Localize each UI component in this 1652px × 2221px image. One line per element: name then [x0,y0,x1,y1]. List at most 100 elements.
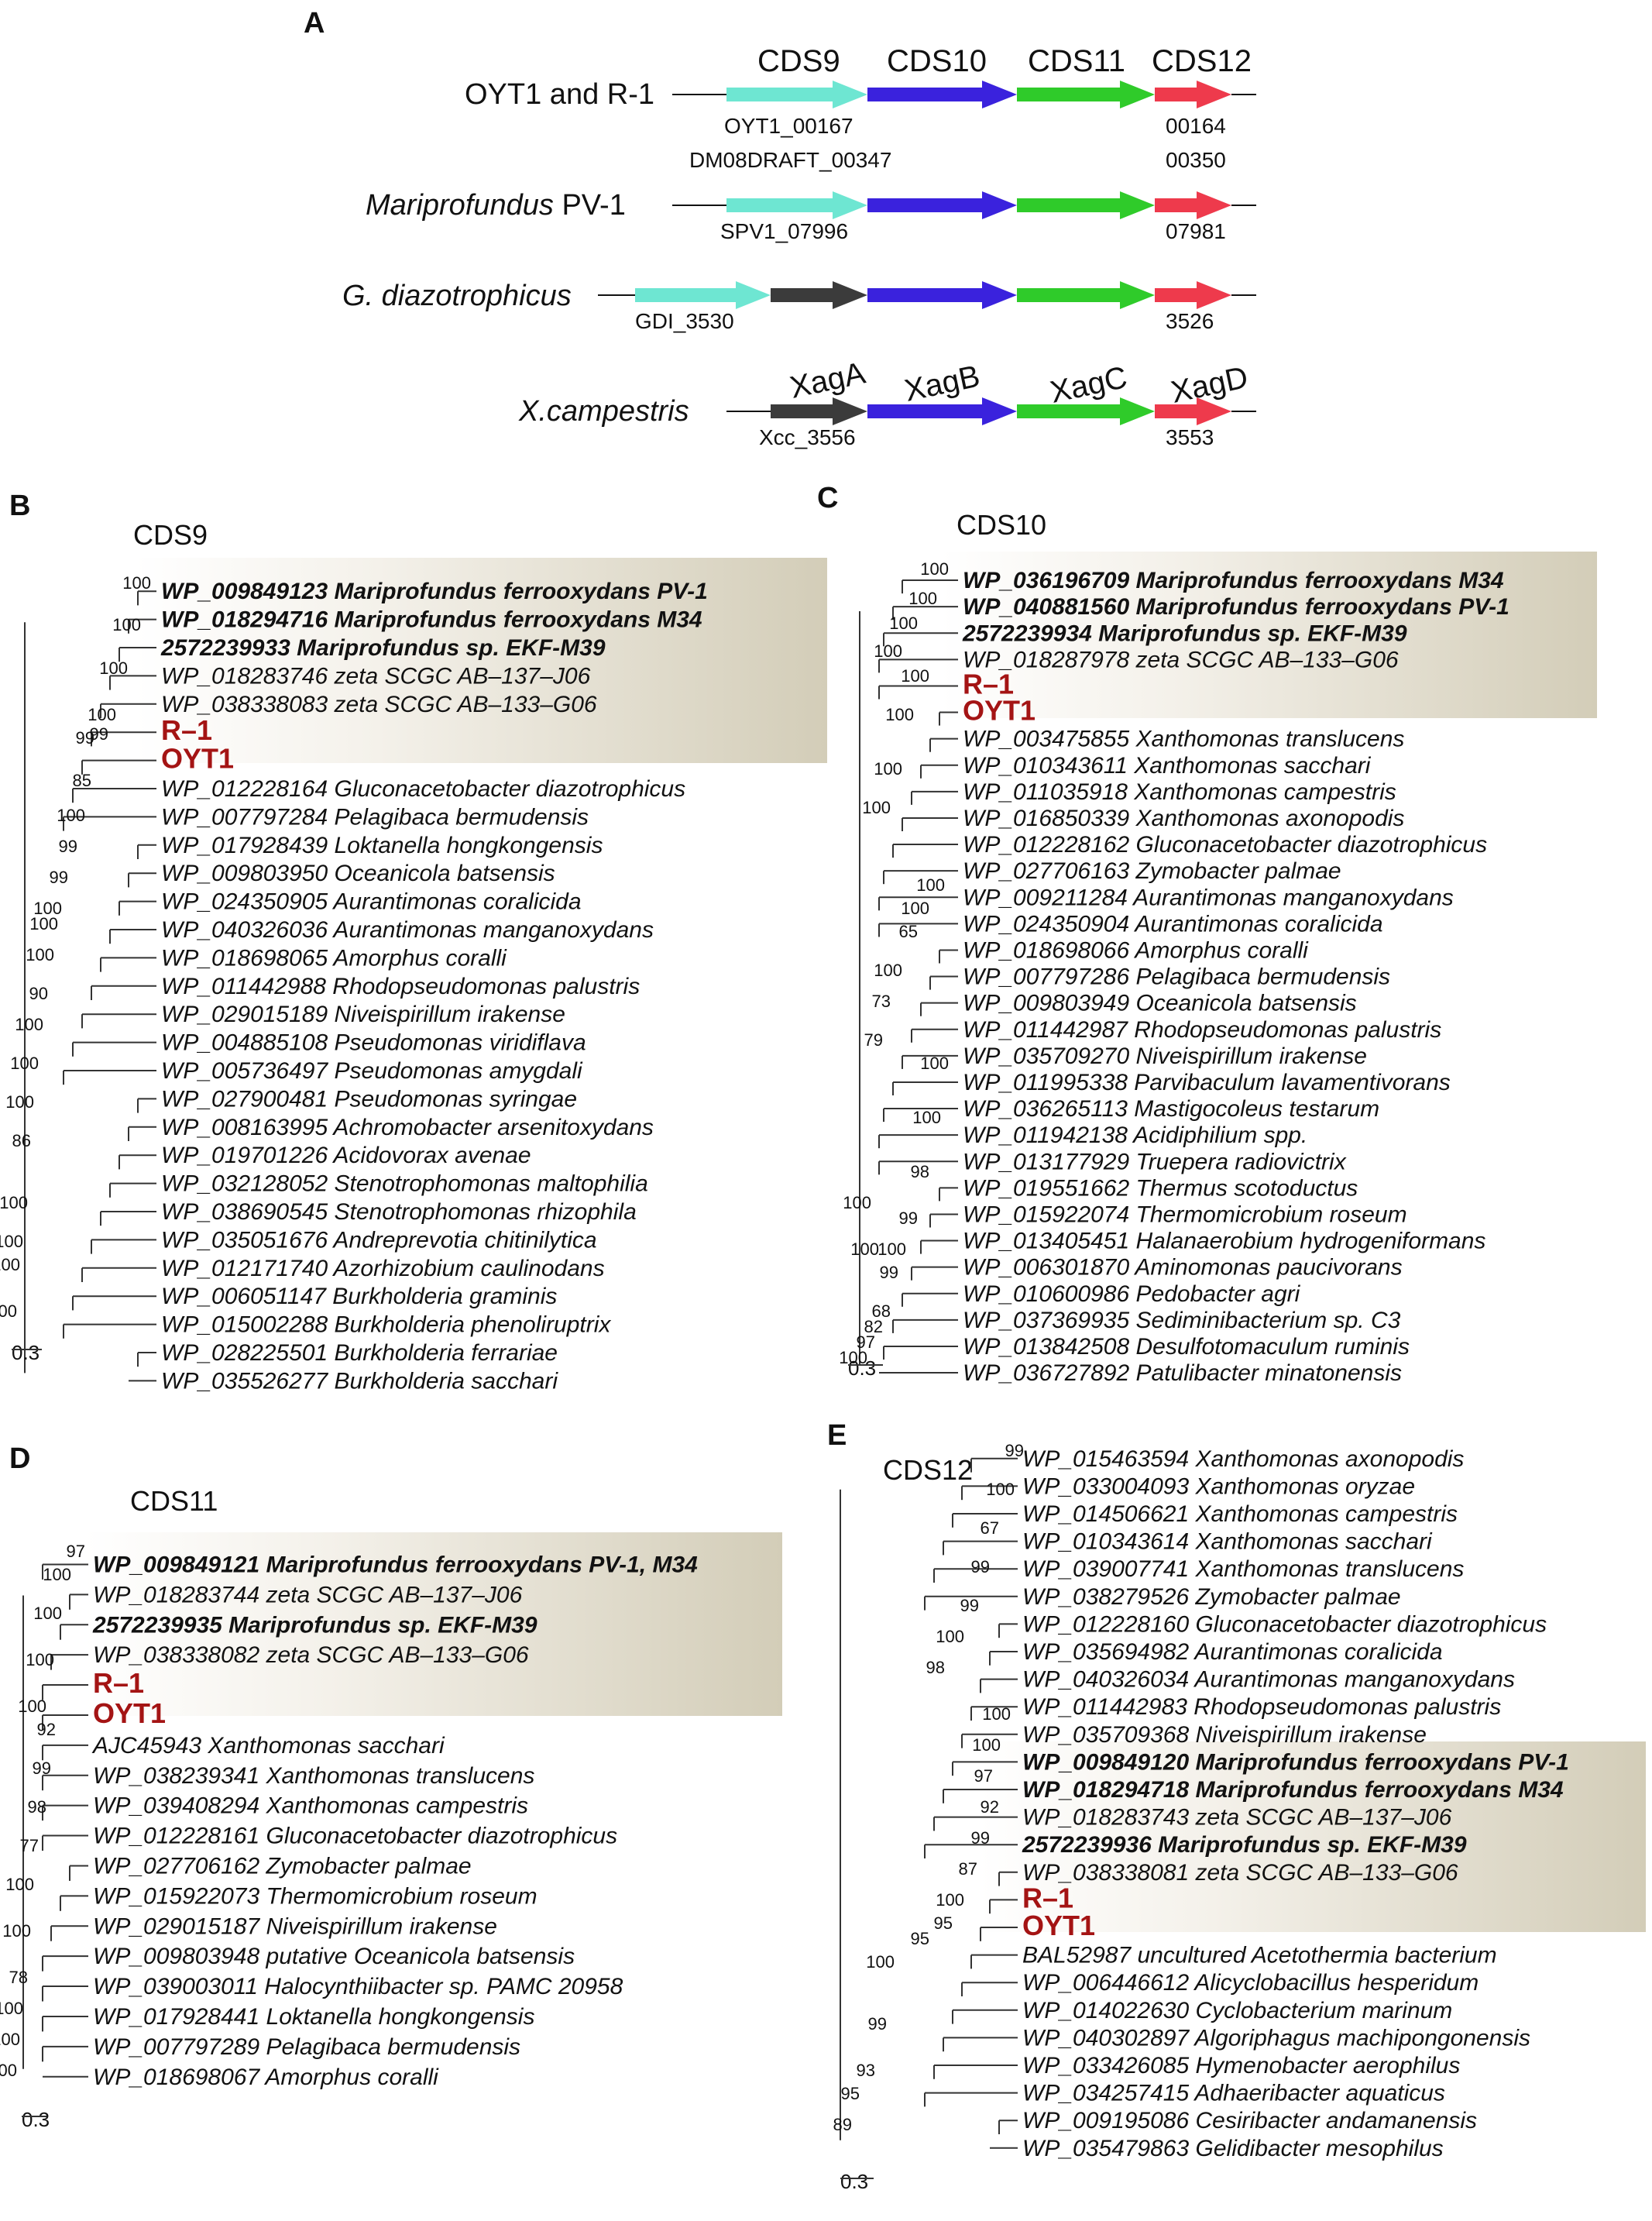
bootstrap-value: 82 [864,1317,883,1336]
leaf-label: WP_005736497 Pseudomonas amygdali [161,1058,583,1084]
leaf-label: WP_009849123 Mariprofundus ferrooxydans … [161,579,708,604]
bootstrap-value: 100 [112,615,141,634]
leaf-label: WP_011942138 Acidiphilium spp. [963,1123,1307,1148]
leaf-label: WP_012171740 Azorhizobium caulinodans [161,1256,605,1281]
bootstrap-value: 100 [972,1735,1001,1755]
bootstrap-value: 99 [960,1596,979,1615]
leaf-label: WP_018698065 Amorphus coralli [161,945,507,971]
bootstrap-value: 100 [33,1604,62,1623]
gene-name-xagd: XagD [1168,360,1251,410]
bootstrap-value: 98 [911,1162,929,1181]
header-cds9: CDS9 [757,44,840,78]
bootstrap-value: 100 [0,1193,28,1212]
bootstrap-value: 100 [43,1565,71,1584]
bootstrap-value: 100 [0,1301,17,1321]
bootstrap-value: 99 [971,1557,990,1576]
gene-row-pv1 [726,191,1231,219]
leaf-label: WP_029015189 Niveispirillum irakense [161,1002,565,1027]
leaf-label: WP_038239341 Xanthomonas translucens [93,1763,534,1789]
bootstrap-value: 86 [12,1131,31,1150]
leaf-label: OYT1 [963,695,1036,727]
leaf-label: WP_036196709 Mariprofundus ferrooxydans … [963,568,1504,593]
bootstrap-value: 92 [981,1797,999,1817]
bootstrap-value: 99 [59,837,77,856]
gene-arrow-cds10 [867,191,1017,219]
leaf-label: WP_037369935 Sediminibacterium sp. C3 [963,1308,1401,1333]
gene-arrow-cds12 [1155,281,1231,309]
bootstrap-value: 93 [857,2061,875,2080]
bootstrap-value: 77 [20,1836,39,1855]
bootstrap-value: 100 [99,658,128,678]
bootstrap-value: 100 [889,614,918,633]
tag-spv1-right: 07981 [1166,219,1226,243]
tag-pv1-right: 00350 [1166,148,1226,172]
gene-row-oyt1 [726,81,1231,108]
leaf-label: WP_038338083 zeta SCGC AB–133–G06 [161,692,597,717]
bootstrap-value: 92 [37,1720,56,1739]
leaf-label: WP_009849121 Mariprofundus ferrooxydans … [93,1552,698,1577]
leaf-label: WP_006301870 Aminomonas paucivorans [963,1255,1403,1281]
gene-name-xagc: XagC [1047,360,1130,410]
leaf-label: R–1 [93,1667,144,1699]
panel-label: D [9,1442,30,1475]
bootstrap-value: 67 [981,1518,999,1538]
leaf-label: WP_017928441 Loktanella hongkongensis [93,2004,534,2030]
bootstrap-value: 100 [920,1054,949,1073]
leaf-label: WP_009849120 Mariprofundus ferrooxydans … [1022,1749,1569,1775]
bootstrap-value: 100 [0,1232,23,1251]
bootstrap-value: 100 [15,1015,43,1034]
bootstrap-value: 99 [1005,1441,1024,1460]
leaf-label: WP_009803948 putative Oceanicola batsens… [93,1944,575,1969]
bootstrap-value: 100 [839,1348,867,1367]
leaf-label: WP_019551662 Thermus scotoductus [963,1175,1358,1201]
bootstrap-value: 95 [841,2084,860,2103]
bootstrap-value: 100 [18,1697,46,1716]
leaf-label: WP_015922073 Thermomicrobium roseum [93,1883,538,1909]
leaf-label: R–1 [1022,1882,1073,1913]
bootstrap-value: 68 [872,1301,891,1321]
leaf-label: WP_010343611 Xanthomonas sacchari [963,753,1372,779]
bootstrap-value: 98 [926,1658,945,1677]
gene-arrow-cds12 [1155,81,1231,108]
bootstrap-value: 100 [936,1627,964,1646]
bootstrap-value: 95 [934,1913,953,1933]
bootstrap-value: 99 [90,724,108,744]
bootstrap-value: 100 [0,1999,23,2018]
scale-label: 0.3 [840,2170,868,2193]
leaf-label: WP_040326036 Aurantimonas manganoxydans [161,917,654,943]
bootstrap-value: 100 [88,705,116,724]
panel-a-label: A [304,7,325,40]
leaf-label: WP_009803949 Oceanicola batsensis [963,991,1357,1016]
bootstrap-value: 100 [878,1239,906,1259]
bootstrap-value: 100 [850,1239,879,1259]
tag-xcc-left: Xcc_3556 [759,425,856,449]
gene-arrow-cds10 [867,81,1017,108]
bootstrap-value: 100 [0,1255,20,1274]
bootstrap-value: 97 [857,1332,875,1352]
leaf-label: WP_018294716 Mariprofundus ferrooxydans … [161,607,702,633]
tag-gdi-right: 3526 [1166,309,1214,333]
leaf-label: WP_038279526 Zymobacter palmae [1022,1584,1401,1610]
scale-label: 0.3 [22,2108,50,2131]
bootstrap-value: 100 [26,945,54,964]
tag-xcc-right: 3553 [1166,425,1214,449]
bootstrap-value: 97 [974,1766,993,1786]
leaf-label: WP_040326034 Aurantimonas manganoxydans [1022,1667,1515,1693]
bootstrap-value: 100 [912,1108,941,1127]
leaf-label: WP_035479863 Gelidibacter mesophilus [1022,2136,1444,2161]
clade-highlight [980,1741,1646,1932]
bootstrap-value: 100 [916,875,945,895]
bootstrap-value: 99 [880,1263,898,1282]
leaf-label: WP_007797286 Pelagibaca bermudensis [963,964,1390,990]
leaf-label: WP_032128052 Stenotrophomonas maltophili… [161,1171,648,1197]
gene-arrow-cds10 [867,281,1017,309]
leaf-label: WP_011442983 Rhodopseudomonas palustris [1022,1694,1501,1720]
tag-gdi-left: GDI_3530 [635,309,734,333]
leaf-label: WP_003475855 Xanthomonas translucens [963,727,1404,752]
leaf-label: WP_040302897 Algoriphagus machipongonens… [1022,2025,1530,2051]
leaf-label: WP_033004093 Xanthomonas oryzae [1022,1473,1415,1499]
leaf-label: WP_035709270 Niveispirillum irakense [963,1043,1367,1069]
